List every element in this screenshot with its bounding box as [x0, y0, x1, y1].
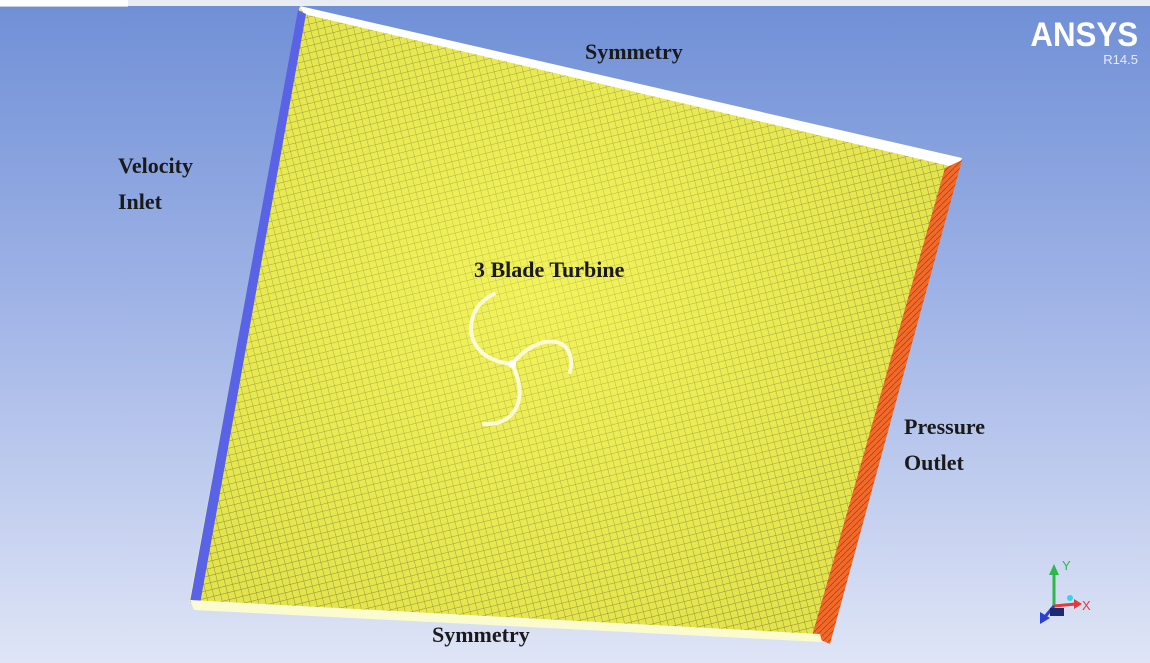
velocity-inlet-edge[interactable]: [190, 10, 306, 604]
triad-origin-dot: [1067, 595, 1073, 601]
y-axis-arrow: [1049, 564, 1059, 575]
x-axis-arrow: [1074, 599, 1082, 609]
mesh-glow: [190, 8, 960, 640]
symmetry-bottom-edge[interactable]: [190, 600, 822, 642]
viewport-tab-strip: [0, 0, 1150, 7]
logo-brand: ANSYS: [1030, 16, 1138, 54]
turbine-hub: [508, 360, 516, 368]
label-turbine: 3 Blade Turbine: [474, 257, 625, 282]
symmetry-top-edge[interactable]: [300, 6, 962, 168]
triad-base: [1050, 608, 1064, 616]
label-symmetry-bottom: Symmetry: [432, 622, 530, 647]
turbine-blades[interactable]: [469, 292, 574, 427]
y-axis-label: Y: [1062, 558, 1071, 573]
viewport-tab[interactable]: [0, 0, 128, 7]
label-pressure-outlet: Pressure Outlet: [904, 414, 986, 475]
pressure-outlet-edge[interactable]: [812, 160, 962, 644]
z-axis-arrow: [1040, 612, 1050, 624]
x-axis-line: [1053, 602, 1077, 608]
logo-release: R14.5: [1103, 52, 1138, 67]
label-velocity-inlet: Velocity Inlet: [118, 153, 193, 214]
label-symmetry-top: Symmetry: [585, 39, 683, 64]
axis-triad-icon[interactable]: Y X: [1030, 548, 1100, 638]
ansys-logo: ANSYS R14.5: [1021, 18, 1138, 68]
x-axis-label: X: [1082, 598, 1091, 613]
